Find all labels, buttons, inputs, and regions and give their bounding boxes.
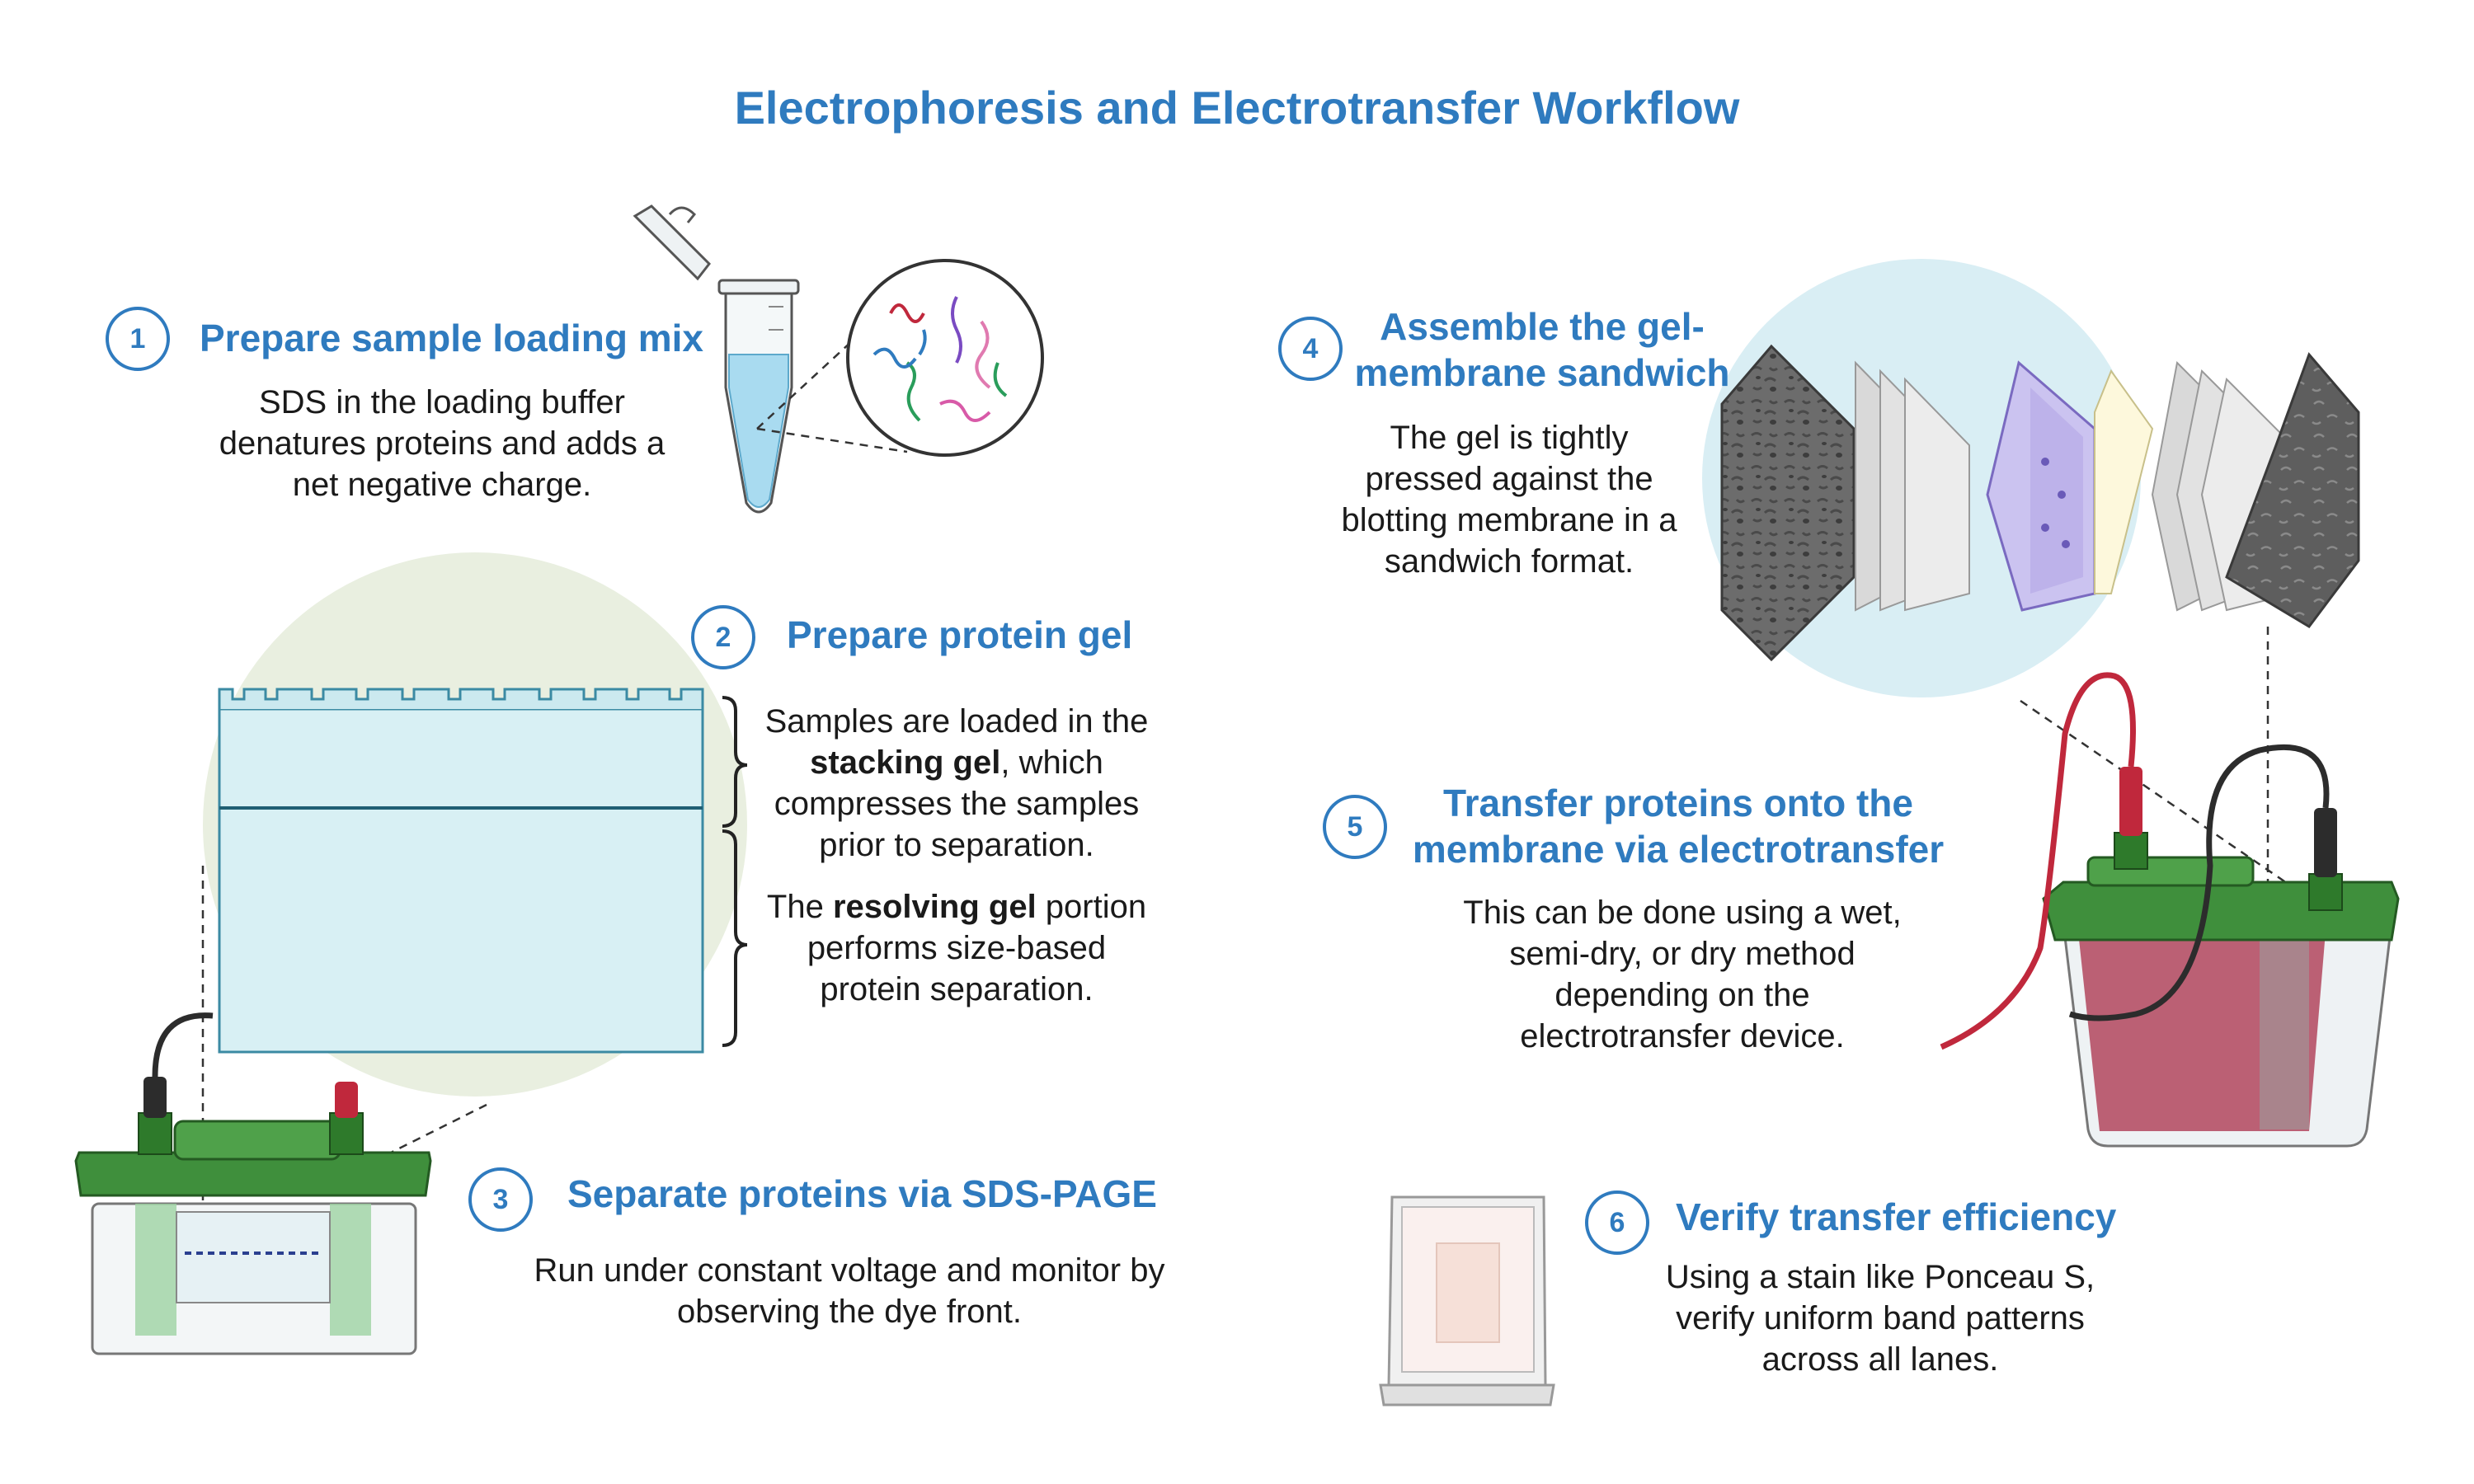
step-2-stacking-text-a: Samples are loaded in the bbox=[765, 703, 1149, 740]
step-3-heading: Separate proteins via SDS-PAGE bbox=[567, 1171, 1194, 1217]
step-4-heading-line-1: Assemble the gel- bbox=[1336, 303, 1748, 350]
step-2-number: 2 bbox=[691, 605, 755, 669]
step-2-stacking-term: stacking gel bbox=[810, 744, 1000, 781]
step-5-number: 5 bbox=[1323, 795, 1387, 859]
step-5-heading-line-1: Transfer proteins onto the bbox=[1402, 780, 1954, 826]
step-6-heading: Verify transfer efficiency bbox=[1676, 1194, 2187, 1240]
step-2-resolving-text-a: The bbox=[767, 889, 833, 925]
gel-icon bbox=[219, 689, 703, 1052]
step-2-resolving-text: The resolving gel portion performs size-… bbox=[759, 886, 1155, 1010]
step-1-number: 1 bbox=[106, 307, 170, 371]
step-2-stacking-text: Samples are loaded in the stacking gel, … bbox=[759, 701, 1155, 866]
staining-tray-icon bbox=[1380, 1197, 1554, 1405]
step-2-heading: Prepare protein gel bbox=[787, 612, 1199, 658]
step-5-heading-line-2: membrane via electrotransfer bbox=[1402, 826, 1954, 872]
step-4-heading: Assemble the gel-membrane sandwich bbox=[1336, 303, 1748, 396]
step-4-heading-line-2: membrane sandwich bbox=[1336, 350, 1748, 396]
step-1-text: SDS in the loading buffer denatures prot… bbox=[203, 382, 681, 505]
step-1-heading: Prepare sample loading mix bbox=[200, 315, 711, 361]
protein-magnifier-icon bbox=[848, 261, 1042, 455]
step-3-text: Run under constant voltage and monitor b… bbox=[503, 1250, 1196, 1332]
step-6-text: Using a stain like Ponceau S, verify uni… bbox=[1641, 1256, 2119, 1380]
step-5-text: This can be done using a wet, semi-dry, … bbox=[1451, 892, 1913, 1057]
step-6-number: 6 bbox=[1585, 1190, 1649, 1255]
step-3-number: 3 bbox=[468, 1167, 533, 1232]
step-2-resolving-term: resolving gel bbox=[833, 889, 1037, 925]
step-4-number: 4 bbox=[1278, 317, 1343, 381]
page-title: Electrophoresis and Electrotransfer Work… bbox=[0, 81, 2474, 134]
transfer-tank-icon bbox=[1941, 675, 2398, 1146]
step-4-text: The gel is tightly pressed against the b… bbox=[1336, 417, 1682, 582]
